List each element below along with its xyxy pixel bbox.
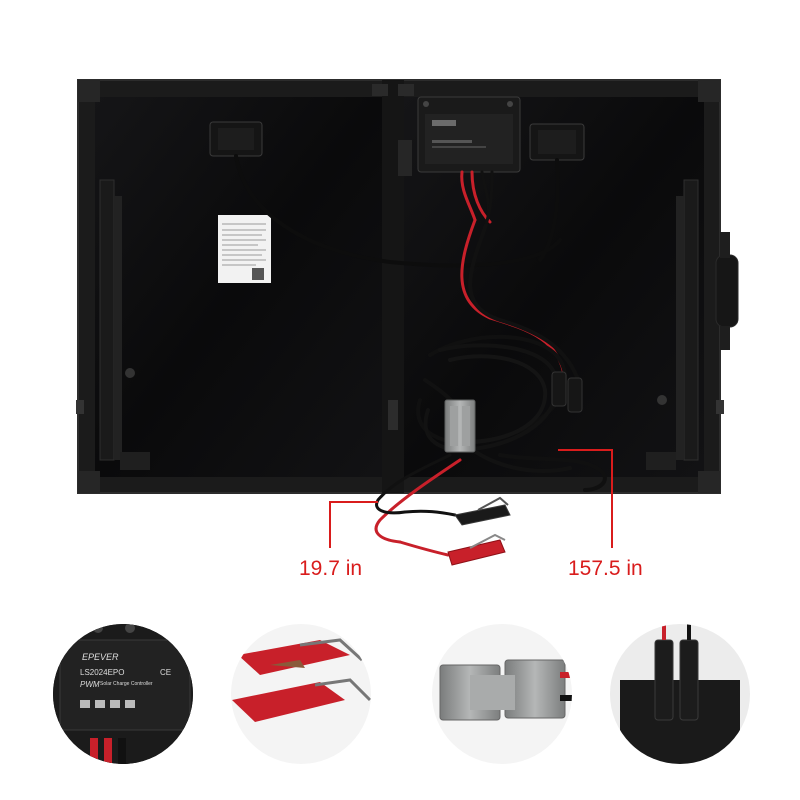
left-junction-box [209,121,263,157]
short-cable-length-label: 19.7 in [299,557,363,580]
thumb-anderson-connector [432,624,572,764]
thumb-alligator-clips [231,624,371,764]
anderson-connector [444,399,476,453]
red-alligator-clip [447,533,506,566]
right-stand-leg [646,179,699,470]
cables [234,154,607,557]
controller-subtitle-text: Solar Charge Controller [100,681,153,687]
thumb-controller [53,624,193,764]
left-stand-leg [99,179,150,470]
black-alligator-clip [454,496,511,526]
controller-type-text: PWM [80,680,100,689]
controller-model-text: LS2024EPO [80,668,125,677]
controller-ce-mark: CE [160,668,172,677]
right-junction-box [529,123,585,161]
mc4-connectors [551,371,583,413]
mounted-charge-controller [417,96,521,173]
thumb-mc4-connectors [610,624,750,764]
long-cable-length-label: 157.5 in [568,557,643,580]
spec-label-sticker [218,215,271,283]
center-hinge [382,80,404,493]
controller-brand-text: EPEVER [82,652,119,662]
measure-line-short [329,501,378,548]
measure-line-long [558,449,613,548]
carry-handle [715,232,739,350]
solar-panel-case [76,79,739,494]
